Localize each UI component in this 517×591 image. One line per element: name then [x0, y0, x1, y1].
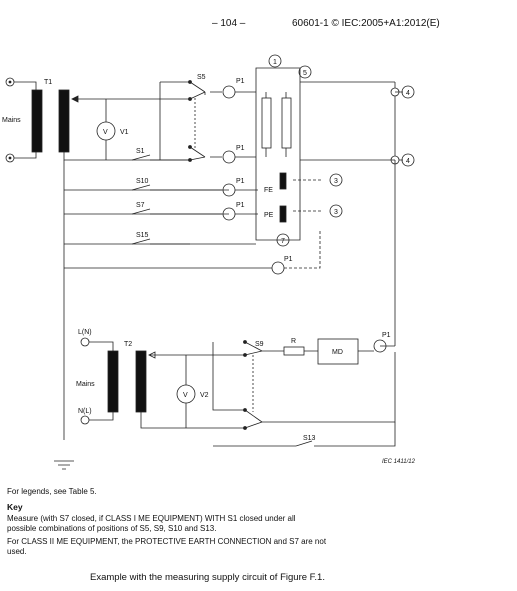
t2-secondary	[135, 350, 147, 413]
ref-1-circle	[268, 54, 282, 68]
v2-label: V2	[200, 392, 209, 399]
measuring-device-md	[317, 338, 359, 365]
ref-7-circle	[276, 233, 290, 247]
v-symbol-2: V	[183, 392, 188, 399]
p1-label-4: P1	[236, 202, 245, 209]
t2-label: T2	[124, 341, 132, 348]
voltmeter-v1	[96, 121, 116, 141]
key-description-2: For CLASS II ME EQUIPMENT, the PROTECTIV…	[7, 537, 327, 556]
ref-7-label: 7	[281, 238, 285, 245]
ref-3-label-bottom: 3	[334, 209, 338, 216]
ref-4-label-bottom: 4	[406, 158, 410, 165]
ref-4-circle-top	[401, 85, 415, 99]
mains-top-label: Mains	[2, 117, 21, 124]
nl-terminal	[80, 415, 90, 425]
ref-5-circle	[298, 65, 312, 79]
fe-label: FE	[264, 187, 273, 194]
standard-reference: 60601-1 © IEC:2005+A1:2012(E)	[292, 18, 440, 29]
circuit-diagram: Mains T1 V V1 S5 P1 P1 S1 S10 S7 S15 P1 …	[2, 54, 416, 470]
ref-3-label-top: 3	[334, 178, 338, 185]
ln-label: L(N)	[78, 329, 92, 336]
p1-label-1: P1	[236, 78, 245, 85]
key-title: Key	[7, 502, 23, 512]
s15-label: S15	[136, 232, 149, 239]
s10-label: S10	[136, 178, 149, 185]
ref-3-circle-top	[329, 173, 343, 187]
ref-4-circle-bottom	[401, 153, 415, 167]
figure-caption: Example with the measuring supply circui…	[90, 572, 325, 583]
md-label: MD	[332, 349, 343, 356]
p1-terminal-5	[271, 261, 285, 275]
p1-terminal-2	[222, 150, 236, 164]
s1-label: S1	[136, 148, 145, 155]
s5-label: S5	[197, 74, 206, 81]
ln-terminal	[80, 337, 90, 347]
v-symbol-1: V	[103, 129, 108, 136]
nl-label: N(L)	[78, 408, 92, 415]
legend-note: For legends, see Table 5.	[7, 487, 97, 496]
pe-label: PE	[264, 212, 274, 219]
t2-primary	[107, 350, 119, 413]
key-description-1: Measure (with S7 closed, if CLASS I ME E…	[7, 514, 296, 533]
ref-3-circle-bottom	[329, 204, 343, 218]
t1-label: T1	[44, 79, 52, 86]
s13-label: S13	[303, 435, 316, 442]
iec-reference: IEC 1411/12	[382, 459, 416, 465]
mains-bottom-label: Mains	[76, 381, 95, 388]
p1-label-2: P1	[236, 145, 245, 152]
s9-label: S9	[255, 341, 264, 348]
ref-1-label: 1	[273, 59, 277, 66]
p1-label-6: P1	[382, 332, 391, 339]
p1-terminal-1	[222, 85, 236, 99]
s7-label: S7	[136, 202, 145, 209]
resistor-r	[283, 346, 305, 356]
r-label: R	[291, 338, 296, 345]
voltmeter-v2	[176, 384, 196, 404]
t1-primary	[31, 89, 43, 153]
p1-terminal-6	[373, 339, 387, 353]
p1-label-3: P1	[236, 178, 245, 185]
t1-secondary	[58, 89, 70, 153]
equipment-element-1	[261, 97, 272, 149]
v1-label: V1	[120, 129, 129, 136]
ref-4-label-top: 4	[406, 90, 410, 97]
ref-5-label: 5	[303, 70, 307, 77]
p1-label-5: P1	[284, 256, 293, 263]
page-number: – 104 –	[212, 18, 246, 29]
equipment-element-2	[281, 97, 292, 149]
